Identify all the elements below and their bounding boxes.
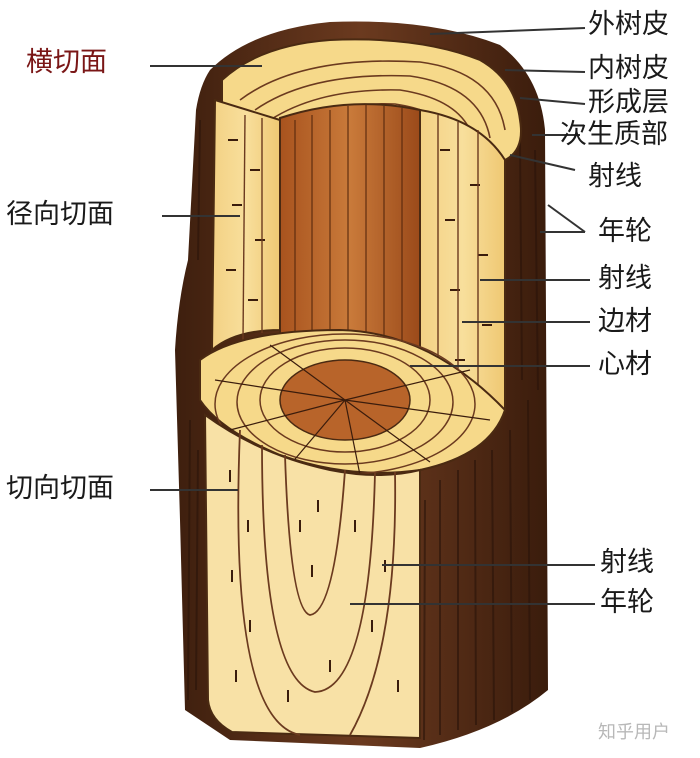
label-ray-middle: 射线 bbox=[598, 263, 652, 294]
watermark: 知乎用户 bbox=[598, 722, 670, 743]
radial-section-face bbox=[210, 98, 281, 353]
tangential-ring-curves bbox=[237, 429, 397, 736]
label-outer-bark: 外树皮 bbox=[588, 9, 669, 40]
label-heartwood: 心材 bbox=[598, 349, 652, 380]
tangential-ray-marks bbox=[229, 470, 399, 702]
label-secondary-xylem: 次生质部 bbox=[560, 119, 668, 150]
bark-texture bbox=[187, 119, 539, 741]
label-ray-bottom: 射线 bbox=[600, 547, 654, 578]
lower-annual-rings bbox=[214, 333, 476, 475]
lower-ray-lines bbox=[214, 344, 491, 476]
label-radial-section: 径向切面 bbox=[6, 199, 114, 230]
label-annual-ring-bottom: 年轮 bbox=[600, 587, 654, 618]
label-cambium: 形成层 bbox=[588, 87, 669, 118]
label-inner-bark: 内树皮 bbox=[588, 53, 669, 84]
label-tangential-section: 切向切面 bbox=[6, 473, 114, 504]
label-cross-section: 横切面 bbox=[26, 47, 107, 78]
leader-lines bbox=[150, 27, 595, 605]
radial-ring-lines bbox=[242, 114, 479, 405]
label-sapwood: 边材 bbox=[598, 306, 652, 337]
label-annual-ring-top: 年轮 bbox=[598, 216, 652, 247]
label-ray-top: 射线 bbox=[588, 161, 642, 192]
